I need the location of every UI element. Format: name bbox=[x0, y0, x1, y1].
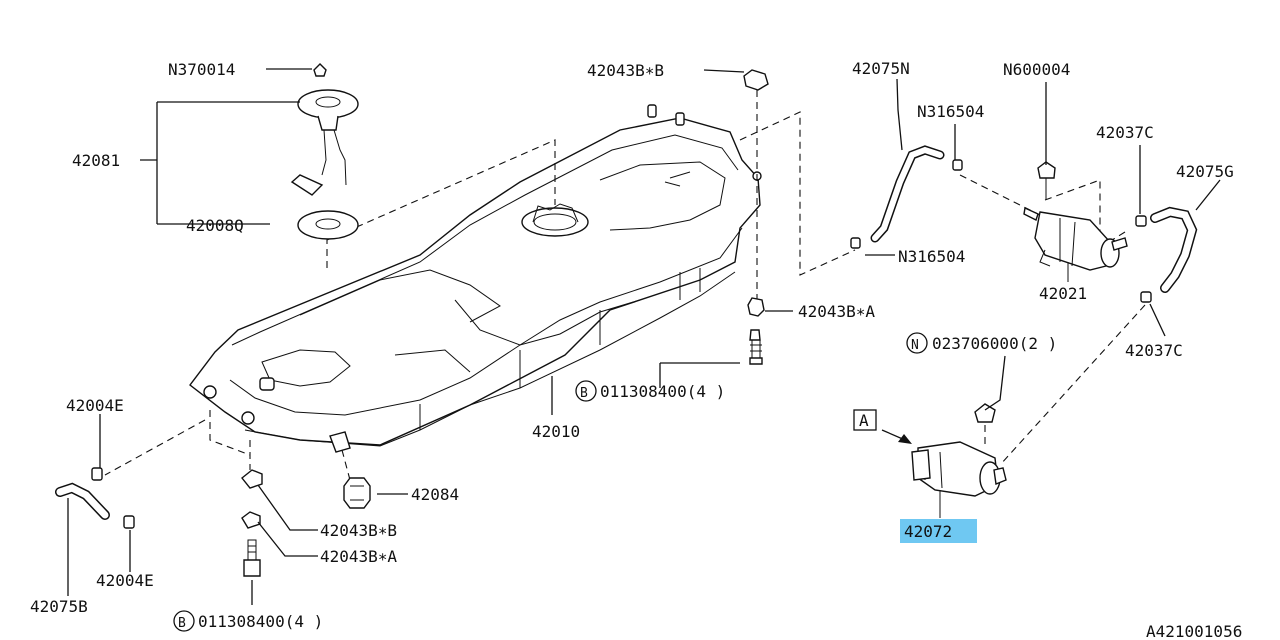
circle-n-icon bbox=[906, 332, 928, 354]
label-b011308400-mid: 011308400(4 ) bbox=[600, 382, 725, 401]
label-42010: 42010 bbox=[532, 422, 580, 441]
leader-lines bbox=[67, 68, 1221, 605]
label-n316504-mid: N316504 bbox=[898, 247, 965, 266]
label-42004e-top: 42004E bbox=[66, 396, 124, 415]
label-n370014: N370014 bbox=[168, 60, 235, 79]
dashed-link bbox=[739, 111, 856, 276]
bolt-grommet-mid[interactable] bbox=[747, 297, 765, 365]
circle-b-icon-mid bbox=[575, 380, 597, 402]
dashed-link bbox=[209, 410, 251, 456]
label-42021: 42021 bbox=[1039, 284, 1087, 303]
clip-42004e-top[interactable] bbox=[91, 467, 103, 481]
solenoid-valve[interactable] bbox=[1023, 161, 1128, 271]
clip-42004e-bot[interactable] bbox=[123, 515, 135, 529]
clip-n316504-mid[interactable] bbox=[850, 237, 861, 249]
grommet-top[interactable] bbox=[743, 69, 769, 91]
circle-b-icon-bot bbox=[173, 610, 195, 632]
dashed-link bbox=[326, 139, 556, 268]
arrow-a-head bbox=[898, 434, 912, 444]
charcoal-canister[interactable] bbox=[911, 403, 1007, 497]
label-42072[interactable]: 42072 bbox=[904, 522, 952, 541]
grommet-42043b-a[interactable] bbox=[241, 511, 261, 529]
label-42037c-bot: 42037C bbox=[1125, 341, 1183, 360]
clip-42037c-top[interactable] bbox=[1135, 215, 1147, 227]
label-42004e-bot: 42004E bbox=[96, 571, 154, 590]
label-42043b-b-top: 42043B∗B bbox=[587, 61, 664, 80]
label-42075b: 42075B bbox=[30, 597, 88, 616]
label-n600004: N600004 bbox=[1003, 60, 1070, 79]
dashed-link bbox=[999, 304, 1146, 466]
fuel-pump-assembly[interactable] bbox=[290, 63, 359, 240]
label-n316504-top: N316504 bbox=[917, 102, 984, 121]
label-b011308400-bot: 011308400(4 ) bbox=[198, 612, 323, 631]
box-a-letter: A bbox=[859, 411, 869, 430]
diagram-code: A421001056 bbox=[1146, 622, 1242, 640]
circle-b-letter-bot: B bbox=[178, 616, 186, 631]
label-n023706000: 023706000(2 ) bbox=[932, 334, 1057, 353]
label-42043b-a-mid: 42043B∗A bbox=[798, 302, 875, 321]
dashed-link bbox=[341, 449, 351, 481]
label-42081: 42081 bbox=[72, 151, 120, 170]
clip-42037c-bot[interactable] bbox=[1140, 291, 1152, 303]
grommet-42043b-b[interactable] bbox=[241, 469, 263, 489]
label-42084: 42084 bbox=[411, 485, 459, 504]
circle-b-letter-mid: B bbox=[580, 386, 588, 401]
bolt-lower[interactable] bbox=[243, 539, 261, 577]
dashed-link bbox=[1111, 231, 1126, 241]
drain-plug[interactable] bbox=[343, 477, 371, 509]
label-42043b-b-bot: 42043B∗B bbox=[320, 521, 397, 540]
circle-n-letter: N bbox=[911, 338, 919, 353]
highlight-42072 bbox=[900, 519, 977, 543]
label-42075n: 42075N bbox=[852, 59, 910, 78]
label-42037c-top: 42037C bbox=[1096, 123, 1154, 142]
label-42075g: 42075G bbox=[1176, 162, 1234, 181]
clip-n316504-top[interactable] bbox=[952, 159, 963, 171]
label-42043b-a-bot: 42043B∗A bbox=[320, 547, 397, 566]
dashed-link bbox=[104, 419, 206, 476]
fuel-tank[interactable] bbox=[189, 104, 762, 453]
box-a bbox=[853, 409, 877, 431]
label-42008q: 42008Q bbox=[186, 216, 244, 235]
